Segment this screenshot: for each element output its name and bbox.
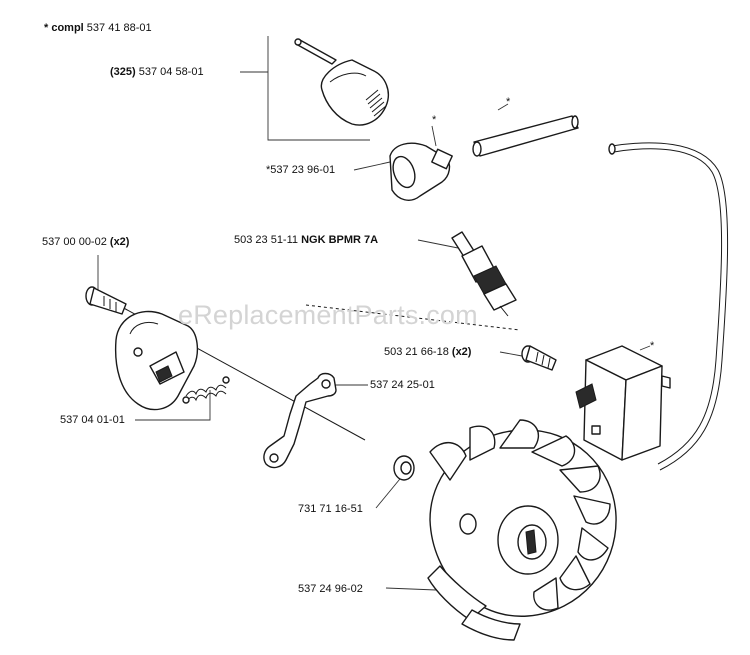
asterisk-tube: *: [506, 96, 511, 108]
label-cap-prefix: (325): [110, 66, 136, 78]
ignition-module-part: [575, 345, 671, 461]
label-brake-number: 537 04 01-01: [60, 414, 125, 426]
label-screw-top: 537 00 00-02 (x2): [42, 236, 129, 248]
label-compl: * compl 537 41 88-01: [44, 22, 152, 34]
label-washer: 731 71 16-51: [298, 503, 363, 515]
flywheel-part: [427, 419, 617, 641]
label-screw-top-suffix: (x2): [109, 236, 130, 248]
tube-part: [472, 115, 579, 157]
label-boot: *537 23 96-01: [266, 164, 335, 176]
washer-part: [393, 455, 415, 481]
asterisk-boot: *: [432, 114, 437, 126]
label-compl-number: 537 41 88-01: [86, 22, 152, 34]
watermark: eReplacementParts.com: [178, 300, 478, 330]
screw-left-part: [85, 286, 127, 315]
label-brake: 537 04 01-01: [60, 414, 125, 426]
label-compl-prefix: * compl: [44, 22, 84, 34]
plate-part: [263, 372, 337, 469]
label-plate-number: 537 24 25-01: [370, 379, 435, 391]
pin-part: [294, 38, 337, 65]
label-cap: (325) 537 04 58-01: [110, 66, 204, 78]
label-spark-plug-suffix: NGK BPMR 7A: [301, 234, 379, 246]
label-flywheel: 537 24 96-02: [298, 583, 363, 595]
spark-plug-cap-part: [320, 59, 390, 126]
label-screw-right: 503 21 66-18 (x2): [384, 346, 471, 358]
brake-shoe-part: [114, 310, 199, 411]
label-cap-number: 537 04 58-01: [138, 66, 204, 78]
label-flywheel-number: 537 24 96-02: [298, 583, 363, 595]
label-screw-right-number: 503 21 66-18: [384, 346, 449, 358]
spark-plug-part: [451, 231, 517, 317]
label-spark-plug-number: 503 23 51-11: [234, 234, 299, 246]
label-screw-right-suffix: (x2): [451, 346, 472, 358]
screw-right-part: [521, 345, 557, 371]
label-plate: 537 24 25-01: [370, 379, 435, 391]
ignition-wire: [608, 142, 729, 471]
label-spark-plug: 503 23 51-11 NGK BPMR 7A: [234, 234, 378, 246]
label-screw-top-number: 537 00 00-02: [42, 236, 107, 248]
spring-part: [182, 376, 230, 404]
label-washer-number: 731 71 16-51: [298, 503, 363, 515]
asterisk-module: *: [650, 340, 655, 352]
label-boot-number: *537 23 96-01: [266, 164, 336, 176]
boot-part: [389, 142, 453, 201]
